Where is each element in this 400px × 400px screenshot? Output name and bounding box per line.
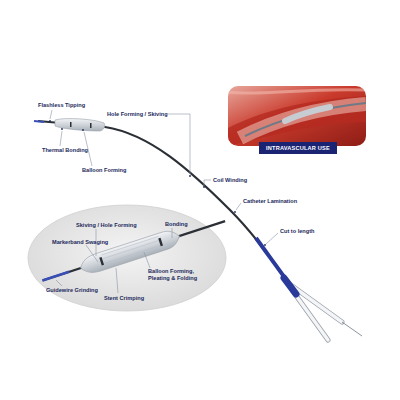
process-label: Guidewire Grinding xyxy=(46,287,98,294)
inset-catheter xyxy=(40,213,228,289)
artery-picture xyxy=(228,86,366,146)
balloon xyxy=(55,119,105,131)
process-label: Markerband Swaging xyxy=(52,239,108,246)
process-label: Bonding xyxy=(165,221,188,228)
process-label: Catheter Lamination xyxy=(243,198,297,205)
process-label: Cut to length xyxy=(280,228,315,235)
process-label: Balloon Forming, Pleating & Folding xyxy=(148,268,210,281)
inset-leader-lines xyxy=(56,228,172,293)
process-label: Skiving / Hole Forming xyxy=(76,222,137,229)
badge-text: INTRAVASCULAR USE xyxy=(266,145,330,151)
process-label: Stent Crimping xyxy=(104,295,144,302)
process-label: Balloon Forming xyxy=(82,167,126,174)
process-label: Thermal Bonding xyxy=(42,147,88,154)
caption-badge: INTRAVASCULAR USE xyxy=(259,142,337,154)
process-label: Hole Forming / Skiving xyxy=(107,111,168,118)
process-label: Coil Winding xyxy=(213,177,247,184)
zoom-inset xyxy=(28,205,226,311)
process-label: Flashless Tipping xyxy=(38,102,85,109)
